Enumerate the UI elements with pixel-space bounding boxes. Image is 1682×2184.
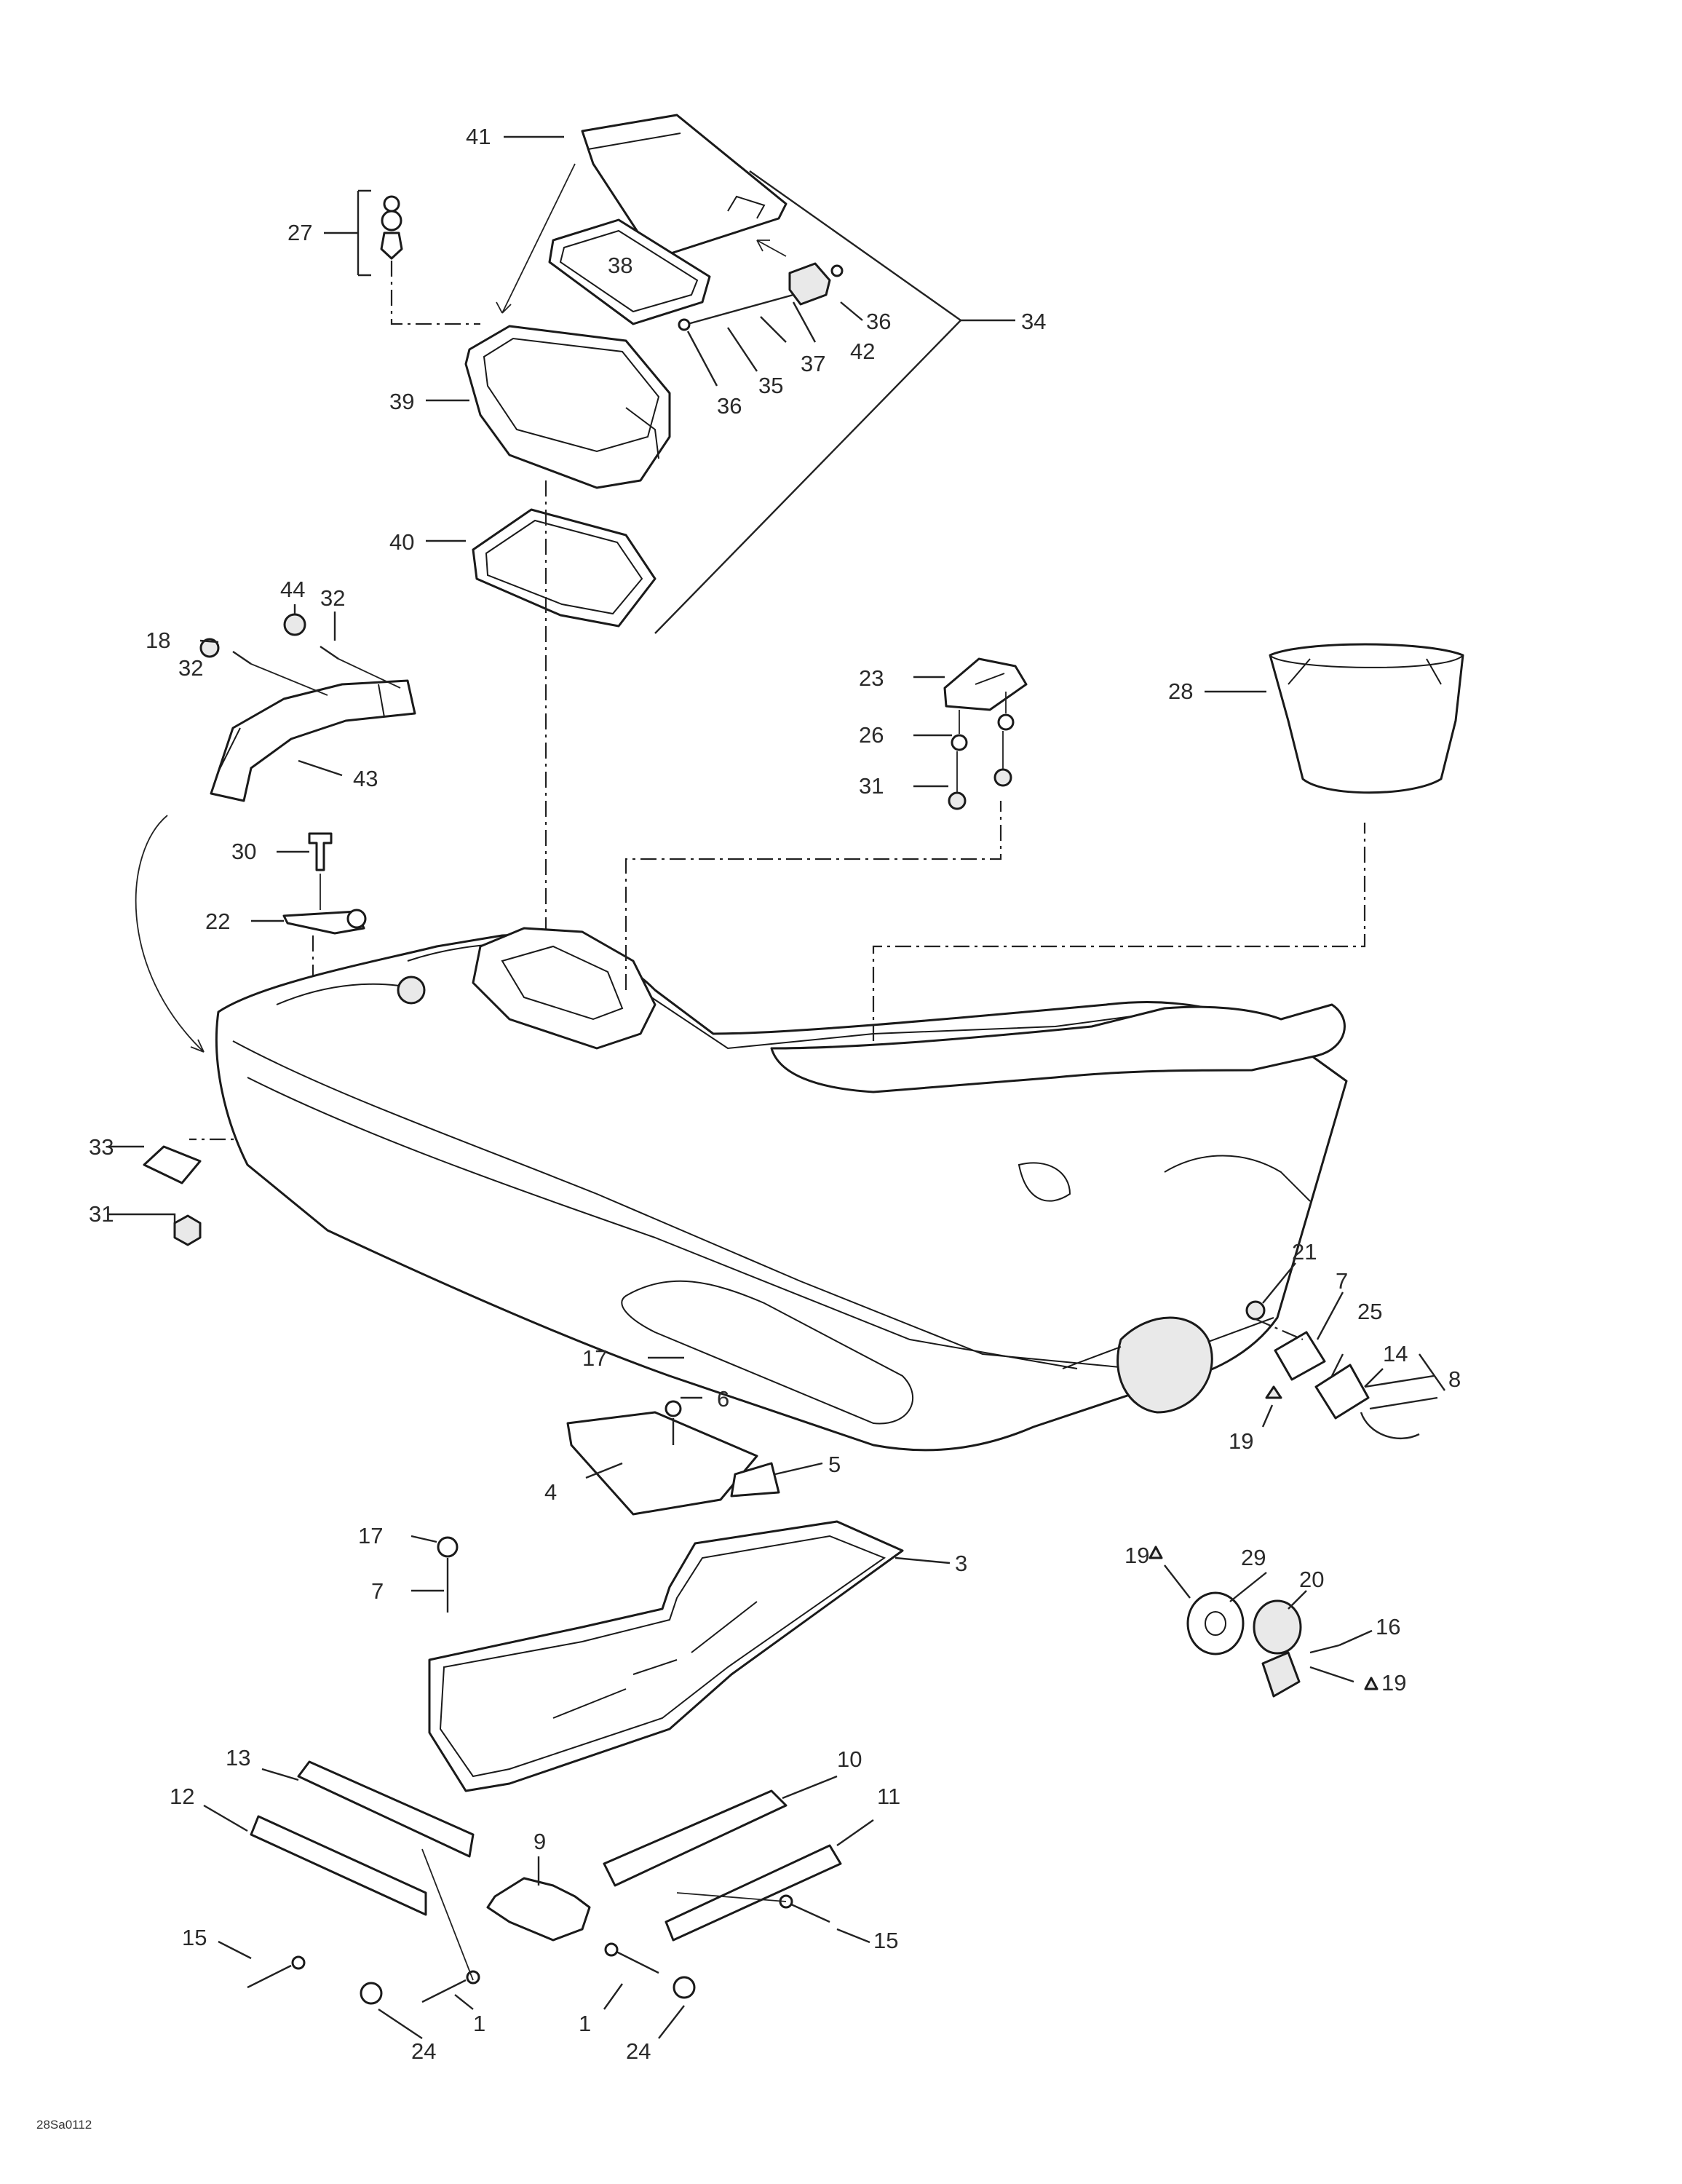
callout-33: 33 xyxy=(89,1134,114,1160)
latch-parts xyxy=(678,262,844,331)
callout-37: 37 xyxy=(801,351,825,376)
clip-27 xyxy=(380,195,403,260)
rail-10 xyxy=(603,1789,788,1887)
callout-5: 7 xyxy=(1336,1268,1348,1294)
callout-24b: 24 xyxy=(626,2038,651,2064)
callout-36a: 36 xyxy=(866,309,891,334)
callout-31b: 31 xyxy=(89,1201,114,1227)
plate-5 xyxy=(1274,1331,1326,1381)
bracket-23 xyxy=(943,657,1028,711)
callout-11: 11 xyxy=(877,1784,900,1809)
corner-9 xyxy=(486,1877,591,1942)
hull-body xyxy=(215,927,1348,1452)
callout-39: 39 xyxy=(389,389,414,414)
bolt-30 xyxy=(308,832,333,871)
callout-13: 13 xyxy=(226,1745,250,1770)
callout-26: 26 xyxy=(859,722,884,748)
callout-38: 38 xyxy=(608,253,632,278)
mat-2 xyxy=(428,1520,904,1792)
rail-12 xyxy=(250,1815,427,1916)
footer-code: 28Sa0112 xyxy=(36,2118,92,2132)
callout-30: 30 xyxy=(231,839,256,864)
caps-24 xyxy=(360,1976,696,2005)
storage-cover xyxy=(581,114,788,260)
storage-bucket-28 xyxy=(1269,643,1464,794)
callout-20: 20 xyxy=(1299,1567,1324,1592)
callout-17b: 17 xyxy=(358,1523,383,1548)
callout-19c: 19 xyxy=(1381,1670,1406,1696)
callout-8: 8 xyxy=(1448,1366,1461,1392)
callout-labels: 41 27 38 36 34 42 37 35 36 39 40 44 32 1… xyxy=(89,124,1461,2064)
callout-4: 5 xyxy=(828,1452,841,1477)
callout-43: 43 xyxy=(353,766,378,791)
rivets xyxy=(247,1894,830,2003)
screws-32-18-44 xyxy=(199,613,401,696)
callout-2: 3 xyxy=(955,1551,967,1576)
callout-21: 21 xyxy=(1292,1239,1317,1265)
bin-gasket xyxy=(472,508,656,628)
callout-36b: 36 xyxy=(717,393,742,419)
callout-12: 12 xyxy=(170,1784,194,1809)
callout-1b: 1 xyxy=(579,2011,591,2036)
callout-42: 42 xyxy=(850,339,875,364)
callout-15a: 15 xyxy=(182,1925,207,1950)
nut-31-left xyxy=(173,1214,202,1246)
callout-18: 18 xyxy=(146,628,170,653)
callout-7: 7 xyxy=(371,1578,384,1604)
callout-19b: 19 xyxy=(1124,1543,1149,1568)
callout-25: 25 xyxy=(1357,1299,1382,1324)
plate-25 xyxy=(1314,1364,1370,1420)
callout-27: 27 xyxy=(287,220,312,245)
callout-9: 9 xyxy=(533,1829,546,1854)
callout-28: 28 xyxy=(1168,678,1193,704)
callout-41: 41 xyxy=(466,124,491,149)
deck-plate-3 xyxy=(566,1411,758,1516)
callout-24a: 24 xyxy=(411,2038,436,2064)
callout-19a: 19 xyxy=(1229,1428,1253,1454)
callout-31a: 31 xyxy=(859,773,884,799)
hook-22 xyxy=(282,909,367,935)
callout-16: 16 xyxy=(1376,1614,1400,1639)
callout-22: 22 xyxy=(205,909,230,934)
storage-bin xyxy=(464,325,671,489)
callout-44: 44 xyxy=(280,577,305,602)
plate-33 xyxy=(143,1145,202,1184)
u-bolt-8 xyxy=(1360,1374,1438,1440)
callout-29: 29 xyxy=(1241,1545,1266,1570)
leader-lines xyxy=(108,135,1445,2039)
cover-gasket xyxy=(548,218,711,325)
callout-1a: 1 xyxy=(473,2011,485,2036)
callout-23: 23 xyxy=(859,665,884,691)
callout-14: 14 xyxy=(1383,1341,1408,1366)
rail-11 xyxy=(665,1844,842,1942)
handle-43 xyxy=(210,679,416,802)
callout-40: 40 xyxy=(389,529,414,555)
callout-15b: 15 xyxy=(873,1928,898,1953)
callout-6: 6 xyxy=(717,1386,729,1412)
rail-13 xyxy=(297,1760,475,1858)
callout-3: 4 xyxy=(544,1479,557,1505)
callout-35: 35 xyxy=(758,373,783,398)
callout-32b: 32 xyxy=(178,655,203,681)
callout-10: 10 xyxy=(837,1746,862,1772)
callout-17a: 17 xyxy=(582,1345,607,1371)
callout-34: 34 xyxy=(1021,309,1046,334)
drain-plug xyxy=(1149,1546,1378,1698)
callout-32a: 32 xyxy=(320,585,345,611)
deck-plate-4 xyxy=(730,1462,780,1497)
